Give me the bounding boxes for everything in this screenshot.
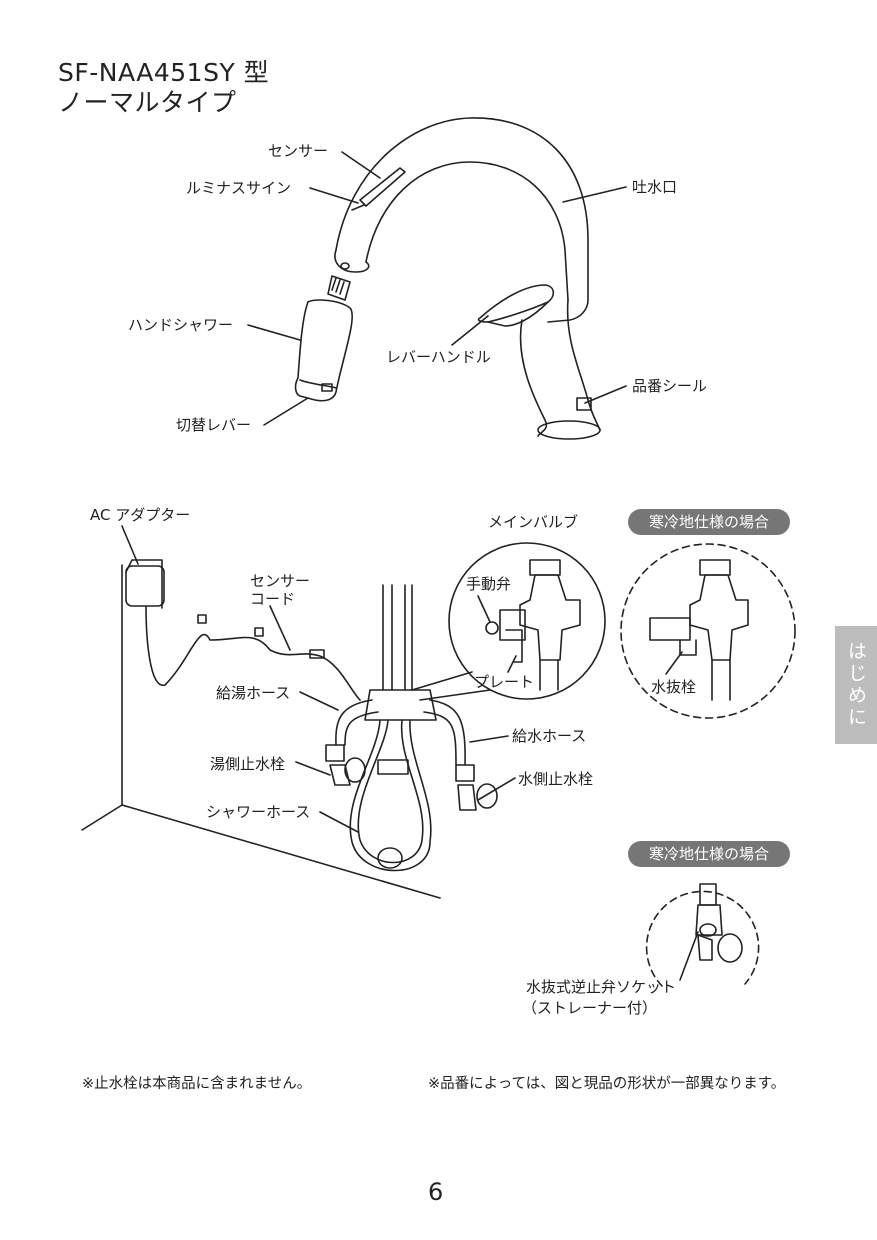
cold-spec-badge-1: 寒冷地仕様の場合 <box>628 509 790 535</box>
label-luminous-sign: ルミナスサイン <box>186 179 292 197</box>
label-sensor-cord-2: コード <box>250 590 296 608</box>
faucet-leader-lines <box>247 151 627 426</box>
label-manual-valve: 手動弁 <box>466 575 512 593</box>
note-product-difference: ※品番によっては、図と現品の形状が一部異なります。 <box>428 1076 786 1092</box>
faucet-illustration <box>294 117 601 440</box>
label-sensor: センサー <box>268 142 329 160</box>
label-main-valve: メインバルブ <box>488 513 579 531</box>
label-sensor-cord-1: センサー <box>250 572 311 590</box>
label-cold-hose: 給水ホース <box>512 727 587 745</box>
cold-spec-badge-2: 寒冷地仕様の場合 <box>628 841 790 867</box>
label-hand-shower: ハンドシャワー <box>128 316 234 334</box>
label-shower-hose: シャワーホース <box>206 803 311 821</box>
label-ac-adapter: AC アダプター <box>90 506 191 524</box>
type-title: ノーマルタイプ <box>58 88 237 117</box>
label-product-seal: 品番シール <box>632 377 708 395</box>
label-hot-hose: 給湯ホース <box>216 684 291 702</box>
page-number: 6 <box>428 1178 444 1206</box>
label-cold-stop: 水側止水栓 <box>518 770 594 788</box>
note-stop-valve: ※止水栓は本商品に含まれません。 <box>82 1076 312 1092</box>
cold-valve-detail <box>649 559 749 701</box>
label-lever-handle: レバーハンドル <box>386 348 491 366</box>
label-drain-plug: 水抜栓 <box>651 678 697 696</box>
drain-socket-zoom <box>645 890 760 987</box>
label-plate: プレート <box>474 673 535 691</box>
label-hot-stop: 湯側止水栓 <box>210 755 286 773</box>
label-drain-socket: 水抜式逆止弁ソケット <box>526 978 677 996</box>
label-spout: 吐水口 <box>632 178 678 196</box>
installation-illustration <box>81 559 498 899</box>
install-leader-lines <box>121 525 516 833</box>
model-title: SF-NAA451SY 型 <box>58 58 270 87</box>
label-drain-socket-note: （ストレーナー付） <box>522 999 658 1017</box>
cold-valve-zoom <box>620 543 796 719</box>
section-tab: はじめに <box>835 626 877 744</box>
drain-socket-detail <box>679 883 743 981</box>
label-switch-lever: 切替レバー <box>176 416 252 434</box>
main-valve-zoom <box>448 542 606 700</box>
